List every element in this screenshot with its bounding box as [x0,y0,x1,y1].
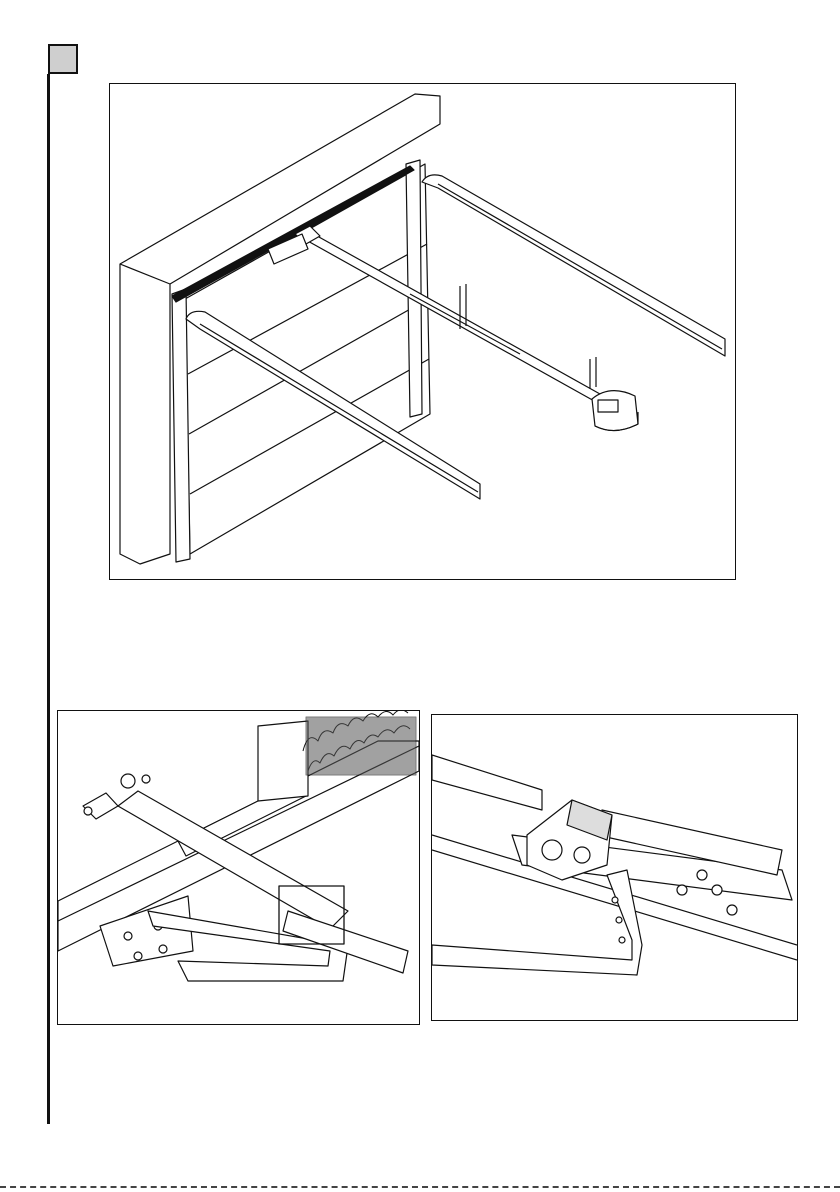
figure-detail-right [431,714,798,1021]
step-marker-box [48,44,78,74]
garage-door-overview-drawing [110,84,735,579]
page-left-rule [47,74,50,1124]
figure-detail-left [57,710,420,1025]
page-bottom-dashed-line [0,1186,840,1188]
door-arm-bracket-drawing [58,711,419,1024]
figure-overview [109,83,736,580]
trolley-closeup-drawing [432,715,797,1020]
